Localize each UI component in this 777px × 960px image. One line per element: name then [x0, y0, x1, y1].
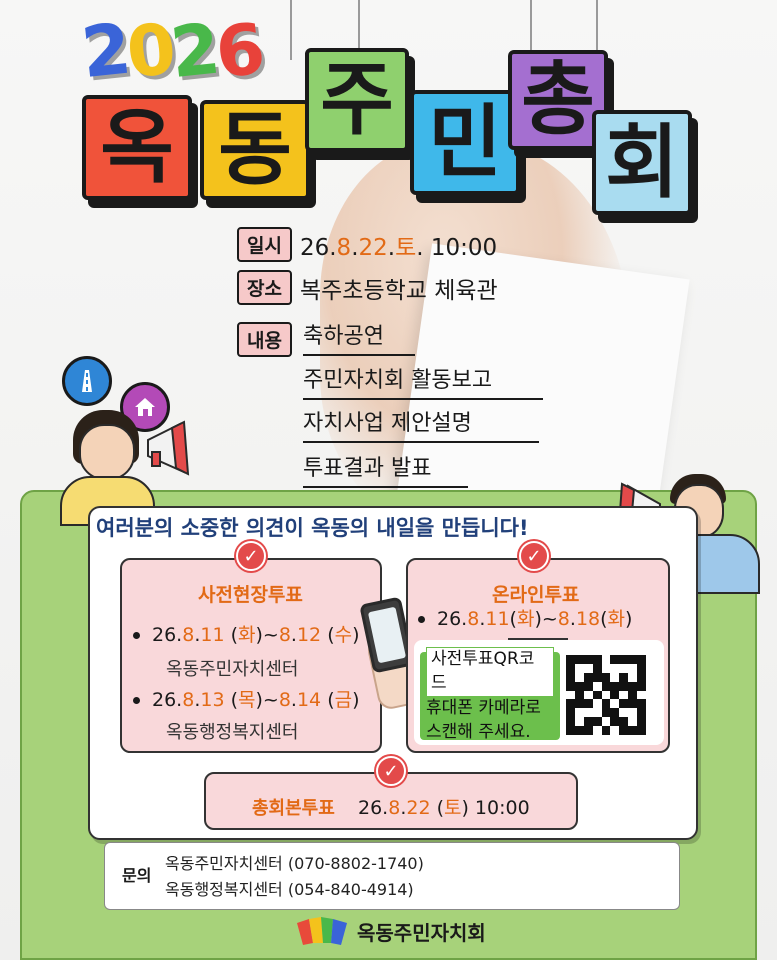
place-label: 장소 [237, 270, 292, 305]
date-part: . [351, 234, 359, 261]
divider [508, 638, 568, 640]
main-vote-title: 총회본투표 [252, 798, 335, 819]
advance-session-place: 옥동주민자치센터 [166, 659, 299, 680]
hanging-string [290, 0, 292, 60]
online-vote-date: 26.8.11(화)~8.18(화) [418, 604, 632, 631]
content-item: 투표결과 발표 [303, 450, 468, 488]
date-part: 22 [358, 234, 388, 261]
place-value: 복주초등학교 체육관 [299, 277, 498, 304]
year-digit: 2 [77, 7, 131, 95]
check-icon: ✓ [519, 541, 549, 571]
title-tile-ok: 옥 [82, 95, 192, 200]
voting-headline: 여러분의 소중한 의견이 옥동의 내일을 만듭니다! [96, 516, 529, 540]
hanging-string [530, 0, 532, 55]
hanging-string [596, 0, 598, 55]
date-part: 토 [395, 234, 417, 261]
date-label: 일시 [237, 227, 292, 262]
advance-session-place: 옥동행정복지센터 [166, 722, 299, 743]
org-name: 옥동주민자치회 [357, 920, 486, 945]
year-digit: 2 [167, 7, 221, 95]
date-row: 일시 26.8.22.토. 10:00 [237, 227, 497, 262]
contact-line: 옥동주민자치센터 (070-8802-1740) [165, 854, 424, 873]
qr-instructions: 사전투표QR코드 휴대폰 카메라로 스캔해 주세요. [420, 647, 560, 742]
content-item: 축하공연 [303, 318, 415, 356]
megaphone-icon [140, 418, 210, 482]
date-value: 26.8.22.토. 10:00 [300, 228, 497, 262]
date-part: . 10:00 [416, 234, 498, 261]
qr-instruction-line: 휴대폰 카메라로 [426, 698, 541, 718]
hanging-string [358, 0, 360, 50]
content-label: 내용 [237, 322, 292, 357]
date-part: 26. [299, 234, 337, 261]
contact-box [104, 842, 680, 910]
year-title: 2026 [78, 7, 265, 95]
title-tile-chong: 총 [508, 50, 608, 150]
year-digit: 6 [211, 7, 266, 95]
date-part: . [387, 234, 396, 261]
advance-session-date: 26.8.11 (화)~8.12 (수) [133, 620, 360, 647]
title-tile-hoe: 회 [592, 110, 692, 215]
date-part: 8 [336, 234, 352, 261]
advance-session-date: 26.8.13 (목)~8.14 (금) [133, 685, 360, 712]
qr-code-icon[interactable] [566, 655, 646, 735]
check-icon: ✓ [236, 541, 266, 571]
contact-label: 문의 [122, 866, 152, 885]
advance-vote-title: 사전현장투표 [198, 584, 303, 606]
content-item: 자치사업 제안설명 [303, 405, 539, 443]
title-tile-min: 민 [410, 90, 520, 195]
online-vote-title: 온라인투표 [492, 584, 580, 606]
content-item: 주민자치회 활동보고 [303, 362, 543, 400]
place-row: 장소 복주초등학교 체육관 [237, 270, 498, 305]
road-icon [62, 356, 112, 406]
qr-instruction-line: 스캔해 주세요. [426, 721, 531, 742]
content-row: 내용 [237, 322, 292, 357]
qr-instruction-line: 사전투표QR코드 [426, 647, 554, 697]
org-logo: 옥동주민자치회 [295, 915, 486, 947]
logo-mark-icon [295, 915, 349, 947]
advance-vote-box [120, 558, 382, 753]
main-vote-date: 26.8.22 (토) 10:00 [358, 797, 530, 819]
title-tile-dong: 동 [200, 100, 310, 200]
title-tile-ju: 주 [305, 48, 409, 152]
check-icon: ✓ [376, 756, 406, 786]
contact-line: 옥동행정복지센터 (054-840-4914) [165, 880, 414, 899]
